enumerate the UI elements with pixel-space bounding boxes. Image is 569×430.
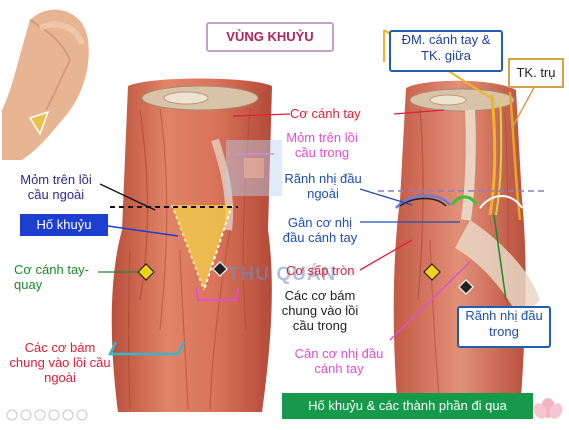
label-gan-co-nhi-dau-canh-tay: Gân cơ nhị đầu cánh tay xyxy=(282,215,358,245)
label-mom-tren-loi-cau-trong: Mỏm trên lồi cầu trong xyxy=(286,130,358,160)
watermark-text: THU QUÁN xyxy=(228,264,337,285)
left-elbow-illustration xyxy=(107,78,272,412)
label-ranh-nhi-dau-ngoai: Rãnh nhị đầu ngoài xyxy=(284,171,362,201)
black-diamond-marker-left xyxy=(212,261,228,277)
label-cac-co-bam-chung-loi-cau-ngoai: Các cơ bám chung vào lồi cầu ngoài xyxy=(9,340,111,385)
slide-controls[interactable] xyxy=(6,409,88,421)
lotus-icon xyxy=(533,398,563,419)
caption-bar: Hố khuỷu & các thành phần đi qua xyxy=(282,393,533,419)
yellow-diamond-marker-right xyxy=(423,263,441,281)
fossa-marker-thumb xyxy=(28,110,50,136)
label-cac-co-bam-chung-loi-cau-trong: Các cơ bám chung vào lồi cầu trong xyxy=(281,288,359,333)
label-co-canh-tay-quay: Cơ cánh tay-quay xyxy=(14,262,89,292)
label-ho-khuyu: Hố khuỷu xyxy=(20,214,108,236)
arm-thumbnail xyxy=(2,2,90,162)
right-elbow-illustration xyxy=(378,80,544,412)
yellow-diamond-marker-left xyxy=(137,263,155,281)
black-diamond-marker-right xyxy=(458,279,474,295)
label-co-sap-tron: Cơ sấp tròn xyxy=(286,263,355,278)
cubital-fossa-shape xyxy=(172,205,232,290)
slide-title: VÙNG KHUỶU xyxy=(206,22,334,52)
label-dm-canh-tay-tk-giua: ĐM. cánh tay & TK. giữa xyxy=(389,30,503,72)
label-mom-tren-loi-cau-ngoai: Mỏm trên lồi cầu ngoài xyxy=(20,172,92,202)
label-ranh-nhi-dau-trong: Rãnh nhị đầu trong xyxy=(457,306,551,348)
label-tk-tru: TK. trụ xyxy=(508,58,564,88)
label-can-co-nhi-dau-canh-tay: Cân cơ nhị đầu cánh tay xyxy=(294,346,384,376)
label-co-canh-tay: Cơ cánh tay xyxy=(290,106,361,121)
watermark-logo xyxy=(226,140,282,196)
